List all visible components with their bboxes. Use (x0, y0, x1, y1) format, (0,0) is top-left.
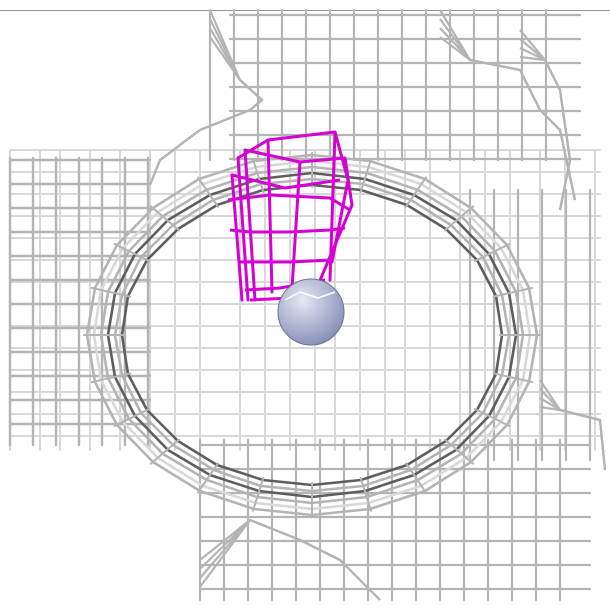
ion-sphere-body (278, 279, 344, 345)
ligand-edge (230, 228, 345, 232)
ligand-edge (268, 140, 272, 292)
ion-sphere (278, 279, 344, 345)
